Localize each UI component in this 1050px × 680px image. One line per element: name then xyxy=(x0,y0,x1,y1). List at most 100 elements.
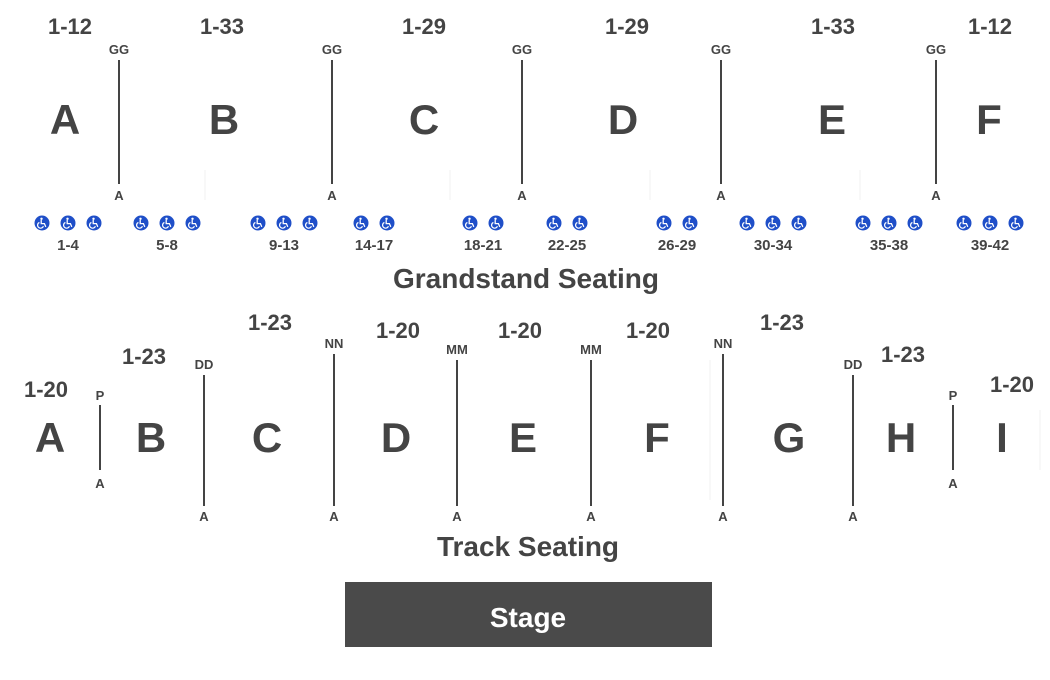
grandstand-divider: GG A xyxy=(926,42,946,203)
track-section-g-rows: 1-23 xyxy=(760,310,804,335)
grandstand-divider: GG A xyxy=(322,42,342,203)
wheelchair-icon xyxy=(60,215,76,231)
divider-bottom-row-label: A xyxy=(716,188,726,203)
accessible-group-label: 22-25 xyxy=(548,237,586,254)
divider-top-row-label: NN xyxy=(714,336,733,351)
track-divider: DD A xyxy=(844,357,863,524)
track-section-a[interactable]: A xyxy=(35,414,65,461)
grandstand-section-e-rows: 1-33 xyxy=(811,14,855,39)
divider-bottom-row-label: A xyxy=(114,188,124,203)
track-section-c[interactable]: C xyxy=(252,414,282,461)
accessible-group-label: 39-42 xyxy=(971,237,1009,254)
grandstand-divider: GG A xyxy=(512,42,532,203)
divider-bottom-row-label: A xyxy=(586,509,596,524)
track-section-b[interactable]: B xyxy=(136,414,166,461)
divider-bottom-row-label: A xyxy=(327,188,337,203)
divider-top-row-label: GG xyxy=(711,42,731,57)
divider-top-row-label: GG xyxy=(512,42,532,57)
track-divider: MM A xyxy=(446,342,468,524)
wheelchair-icon xyxy=(250,215,266,231)
divider-top-row-label: MM xyxy=(580,342,602,357)
divider-bottom-row-label: A xyxy=(517,188,527,203)
track-divider: NN A xyxy=(714,336,733,524)
divider-bottom-row-label: A xyxy=(931,188,941,203)
grandstand-section-c[interactable]: C xyxy=(409,96,439,143)
wheelchair-icon xyxy=(276,215,292,231)
faint-guides xyxy=(204,170,1041,500)
divider-bottom-row-label: A xyxy=(329,509,339,524)
track-divider: DD A xyxy=(195,357,214,524)
divider-bottom-row-label: A xyxy=(199,509,209,524)
grandstand-section-d-rows: 1-29 xyxy=(605,14,649,39)
wheelchair-icon xyxy=(1008,215,1024,231)
accessible-group-label: 26-29 xyxy=(658,237,696,254)
divider-bottom-row-label: A xyxy=(452,509,462,524)
wheelchair-icon xyxy=(855,215,871,231)
wheelchair-icon xyxy=(159,215,175,231)
grandstand-area: 1-12 1-33 1-29 1-29 1-33 1-12 A B C D E … xyxy=(34,14,1024,294)
divider-bottom-row-label: A xyxy=(718,509,728,524)
track-section-i-rows: 1-20 xyxy=(990,372,1034,397)
grandstand-section-d[interactable]: D xyxy=(608,96,638,143)
divider-top-row-label: GG xyxy=(322,42,342,57)
divider-bottom-row-label: A xyxy=(95,476,105,491)
wheelchair-icon xyxy=(881,215,897,231)
accessible-group-label: 5-8 xyxy=(156,237,178,254)
track-section-d[interactable]: D xyxy=(381,414,411,461)
track-divider: NN A xyxy=(325,336,344,524)
grandstand-section-a-rows: 1-12 xyxy=(48,14,92,39)
wheelchair-icon xyxy=(682,215,698,231)
accessible-group-label: 30-34 xyxy=(754,237,793,254)
accessible-group-label: 35-38 xyxy=(870,237,908,254)
divider-top-row-label: GG xyxy=(109,42,129,57)
divider-top-row-label: NN xyxy=(325,336,344,351)
grandstand-title: Grandstand Seating xyxy=(393,263,659,294)
divider-top-row-label: GG xyxy=(926,42,946,57)
track-divider: P A xyxy=(95,388,105,491)
divider-top-row-label: P xyxy=(96,388,105,403)
accessible-group-label: 18-21 xyxy=(464,237,502,254)
track-section-f-rows: 1-20 xyxy=(626,318,670,343)
track-section-c-rows: 1-23 xyxy=(248,310,292,335)
accessible-group-label: 1-4 xyxy=(57,237,79,254)
grandstand-section-a[interactable]: A xyxy=(50,96,80,143)
stage-block[interactable] xyxy=(345,582,712,647)
stage-label: Stage xyxy=(490,602,566,633)
divider-top-row-label: P xyxy=(949,388,958,403)
grandstand-section-c-rows: 1-29 xyxy=(402,14,446,39)
grandstand-section-e[interactable]: E xyxy=(818,96,846,143)
divider-top-row-label: DD xyxy=(844,357,863,372)
accessible-group-label: 14-17 xyxy=(355,237,393,254)
track-divider: P A xyxy=(948,388,958,491)
track-section-f[interactable]: F xyxy=(644,414,670,461)
wheelchair-icon xyxy=(956,215,972,231)
track-section-b-rows: 1-23 xyxy=(122,344,166,369)
stage[interactable]: Stage xyxy=(345,582,712,647)
track-section-h[interactable]: H xyxy=(886,414,916,461)
divider-bottom-row-label: A xyxy=(948,476,958,491)
grandstand-divider: GG A xyxy=(711,42,731,203)
wheelchair-icon xyxy=(982,215,998,231)
wheelchair-icon xyxy=(572,215,588,231)
track-section-d-rows: 1-20 xyxy=(376,318,420,343)
divider-bottom-row-label: A xyxy=(848,509,858,524)
wheelchair-icon xyxy=(656,215,672,231)
wheelchair-icon xyxy=(302,215,318,231)
wheelchair-icon xyxy=(462,215,478,231)
grandstand-section-b[interactable]: B xyxy=(209,96,239,143)
wheelchair-icon xyxy=(739,215,755,231)
track-section-i[interactable]: I xyxy=(996,414,1008,461)
wheelchair-icon xyxy=(546,215,562,231)
track-divider: MM A xyxy=(580,342,602,524)
track-section-a-rows: 1-20 xyxy=(24,377,68,402)
wheelchair-icon xyxy=(86,215,102,231)
wheelchair-icon xyxy=(791,215,807,231)
divider-top-row-label: MM xyxy=(446,342,468,357)
track-section-e-rows: 1-20 xyxy=(498,318,542,343)
wheelchair-icon xyxy=(379,215,395,231)
track-section-g[interactable]: G xyxy=(773,414,806,461)
track-section-h-rows: 1-23 xyxy=(881,342,925,367)
track-section-e[interactable]: E xyxy=(509,414,537,461)
grandstand-section-f[interactable]: F xyxy=(976,96,1002,143)
grandstand-section-f-rows: 1-12 xyxy=(968,14,1012,39)
